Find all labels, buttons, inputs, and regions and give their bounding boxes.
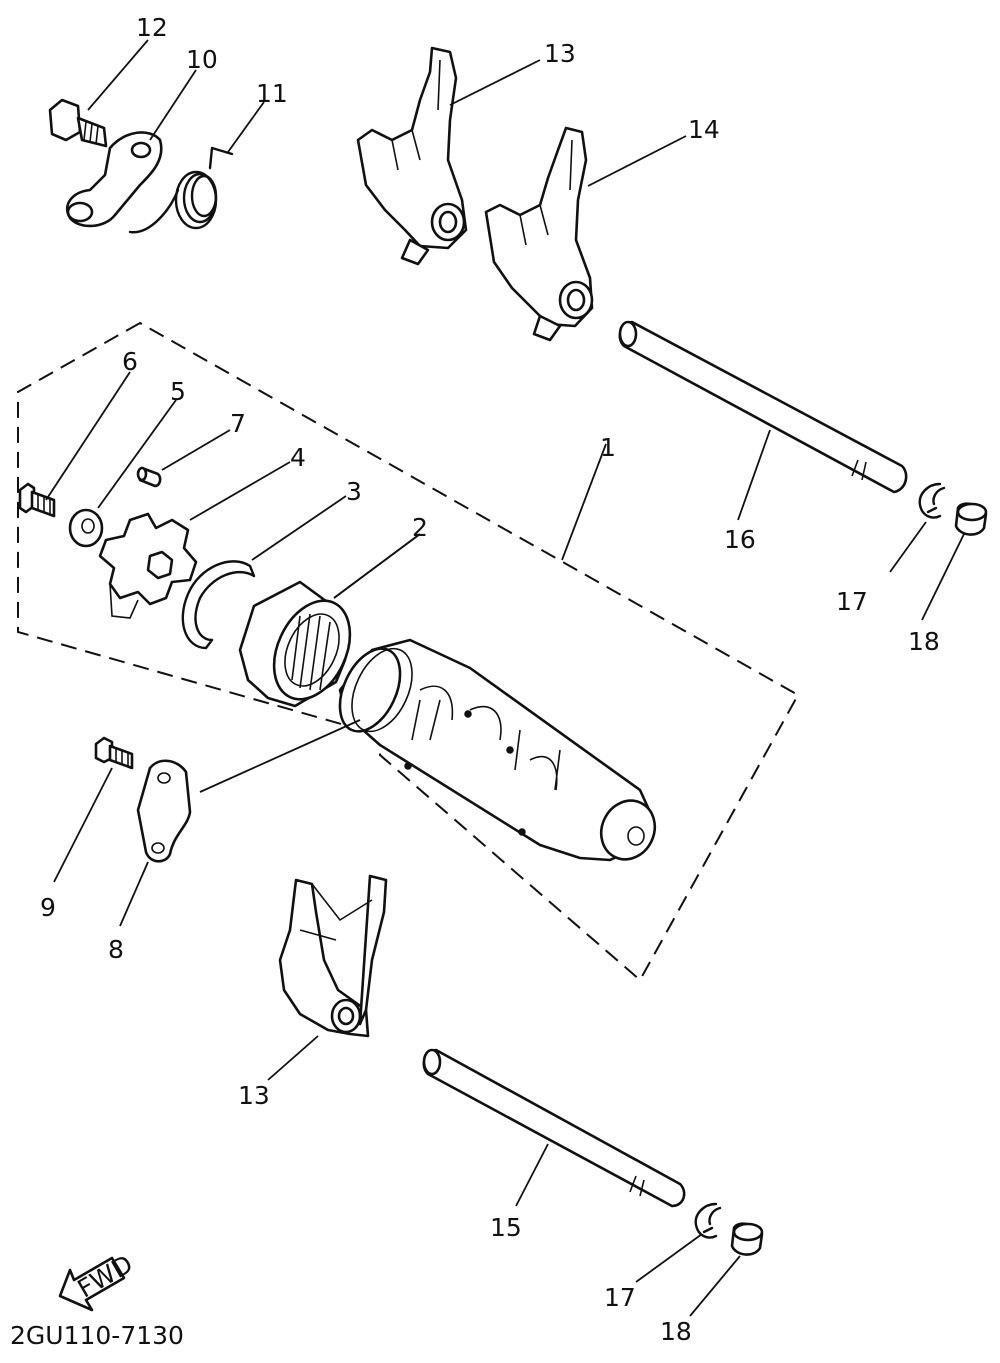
leader-lines bbox=[45, 39, 965, 1317]
part-17-circlip-lower bbox=[694, 1202, 722, 1239]
callout-17-lower: 17 bbox=[604, 1283, 636, 1312]
fwd-label: FWD bbox=[73, 1249, 138, 1303]
part-4-segment bbox=[98, 512, 198, 619]
callout-4: 4 bbox=[290, 443, 306, 472]
part-9-screw bbox=[94, 736, 134, 770]
part-10-stopper-lever bbox=[65, 131, 163, 228]
callout-6: 6 bbox=[122, 347, 138, 376]
callout-18-lower: 18 bbox=[660, 1317, 692, 1346]
part-18-cap-upper bbox=[954, 502, 988, 536]
part-12-bolt bbox=[48, 98, 108, 148]
part-8-plate bbox=[136, 759, 192, 863]
callout-3: 3 bbox=[346, 477, 362, 506]
callout-18-upper: 18 bbox=[908, 627, 940, 656]
part-3-circlip bbox=[181, 560, 256, 650]
part-13-shift-fork-upper bbox=[356, 46, 468, 266]
part-16-shift-rod bbox=[618, 320, 908, 494]
fwd-arrow-icon bbox=[58, 1256, 126, 1312]
callout-15: 15 bbox=[490, 1213, 522, 1242]
callout-14: 14 bbox=[688, 115, 720, 144]
callout-17-upper: 17 bbox=[836, 587, 868, 616]
part-14-shift-fork bbox=[484, 126, 594, 342]
part-2-bearing bbox=[238, 580, 352, 708]
reference-code: 2GU110-7130 bbox=[10, 1321, 184, 1350]
shift-drum bbox=[338, 638, 657, 862]
callout-9: 9 bbox=[40, 893, 56, 922]
callout-5: 5 bbox=[170, 377, 186, 406]
callout-1: 1 bbox=[600, 433, 616, 462]
callout-10: 10 bbox=[186, 45, 218, 74]
part-5-washer bbox=[68, 508, 104, 548]
callout-8: 8 bbox=[108, 935, 124, 964]
part-18-cap-lower bbox=[730, 1222, 764, 1256]
callout-13-upper: 13 bbox=[544, 39, 576, 68]
callout-16: 16 bbox=[724, 525, 756, 554]
part-17-circlip-upper bbox=[918, 482, 946, 519]
callout-11: 11 bbox=[256, 79, 288, 108]
part-13-shift-fork-lower bbox=[278, 874, 388, 1038]
callout-12: 12 bbox=[136, 13, 168, 42]
part-7-dowel-pin bbox=[136, 466, 162, 488]
callout-13-lower: 13 bbox=[238, 1081, 270, 1110]
callout-2: 2 bbox=[412, 513, 428, 542]
callouts: 12 10 11 13 14 6 5 7 4 3 1 2 16 17 18 9 … bbox=[40, 13, 940, 1346]
callout-7: 7 bbox=[230, 409, 246, 438]
part-15-shift-rod bbox=[422, 1048, 686, 1208]
assembly-boundary bbox=[17, 321, 800, 982]
part-6-screw bbox=[18, 482, 56, 518]
part-11-torsion-spring bbox=[128, 146, 234, 234]
